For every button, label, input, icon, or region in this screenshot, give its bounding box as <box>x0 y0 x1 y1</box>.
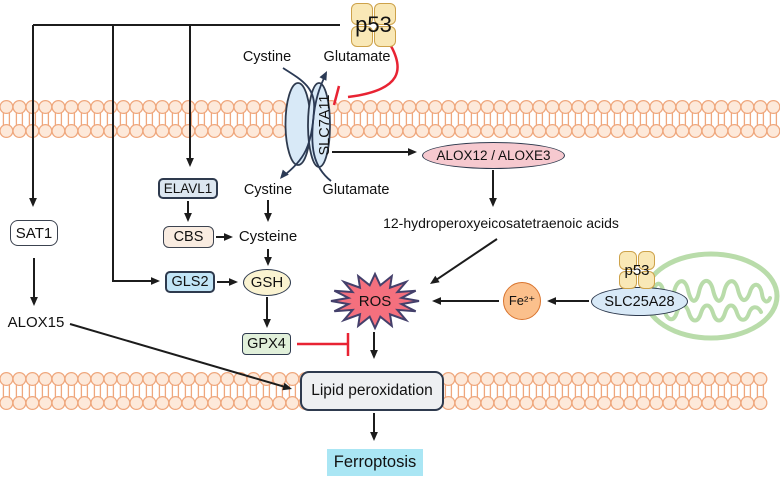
gsh-node: GSH <box>243 269 291 296</box>
ros-starburst <box>330 271 420 331</box>
fe2-node: Fe²⁺ <box>503 282 541 320</box>
slc7a11-transporter: SLC7A11 <box>284 82 333 168</box>
p53-inhibits-slc7a11 <box>332 45 399 106</box>
p53-node-top: p53 <box>351 3 396 47</box>
ros-label: ROS <box>358 292 392 310</box>
hpete-label: 12-hydroperoxyeicosatetraenoic acids <box>383 215 619 231</box>
sat1-node: SAT1 <box>10 220 58 246</box>
ferroptosis-label: Ferroptosis <box>333 453 417 471</box>
p53-label: p53 <box>355 12 392 37</box>
p53-tetramer-icon <box>619 251 655 289</box>
slc25a28-label: SLC25A28 <box>604 293 675 310</box>
gpx4-node: GPX4 <box>242 333 291 355</box>
alox15-label: ALOX15 <box>7 314 65 331</box>
glutamate-extracellular-label: Glutamate <box>323 48 391 65</box>
ferroptosis-node: Ferroptosis <box>327 449 423 476</box>
cbs-node: CBS <box>163 226 214 248</box>
glutamate-export-arrow <box>311 73 332 182</box>
alox12-aloxe3-node: ALOX12 / ALOXE3 <box>422 142 565 169</box>
lipid-peroxidation-label: Lipid peroxidation <box>311 382 433 399</box>
cysteine-label: Cysteine <box>238 228 298 245</box>
alox12-aloxe3-label: ALOX12 / ALOXE3 <box>436 148 551 163</box>
gls2-node: GLS2 <box>165 271 215 293</box>
slc7a11-label: SLC7A11 <box>317 95 333 156</box>
gpx4-inhibits-lipid-peroxidation <box>297 333 350 356</box>
pathway-arrows <box>29 24 589 441</box>
p53-tetramer-icon <box>351 3 396 47</box>
elavl1-label: ELAVL1 <box>163 181 213 196</box>
p53-label: p53 <box>624 261 650 279</box>
sat1-label: SAT1 <box>15 224 53 242</box>
gls2-label: GLS2 <box>171 274 209 290</box>
lipid-peroxidation-node: Lipid peroxidation <box>300 371 444 411</box>
gpx4-label: GPX4 <box>247 336 286 352</box>
cystine-extracellular-label: Cystine <box>242 48 292 65</box>
gsh-label: GSH <box>250 274 284 291</box>
glutamate-intracellular-label: Glutamate <box>322 181 390 198</box>
cbs-label: CBS <box>173 229 204 245</box>
elavl1-node: ELAVL1 <box>158 178 218 199</box>
slc25a28-node: SLC25A28 <box>591 287 688 316</box>
cystine-intracellular-label: Cystine <box>243 181 293 198</box>
p53-node-mitochondria: p53 <box>619 251 655 289</box>
plasma-membrane-top <box>0 99 780 139</box>
fe2-label: Fe²⁺ <box>508 293 536 308</box>
